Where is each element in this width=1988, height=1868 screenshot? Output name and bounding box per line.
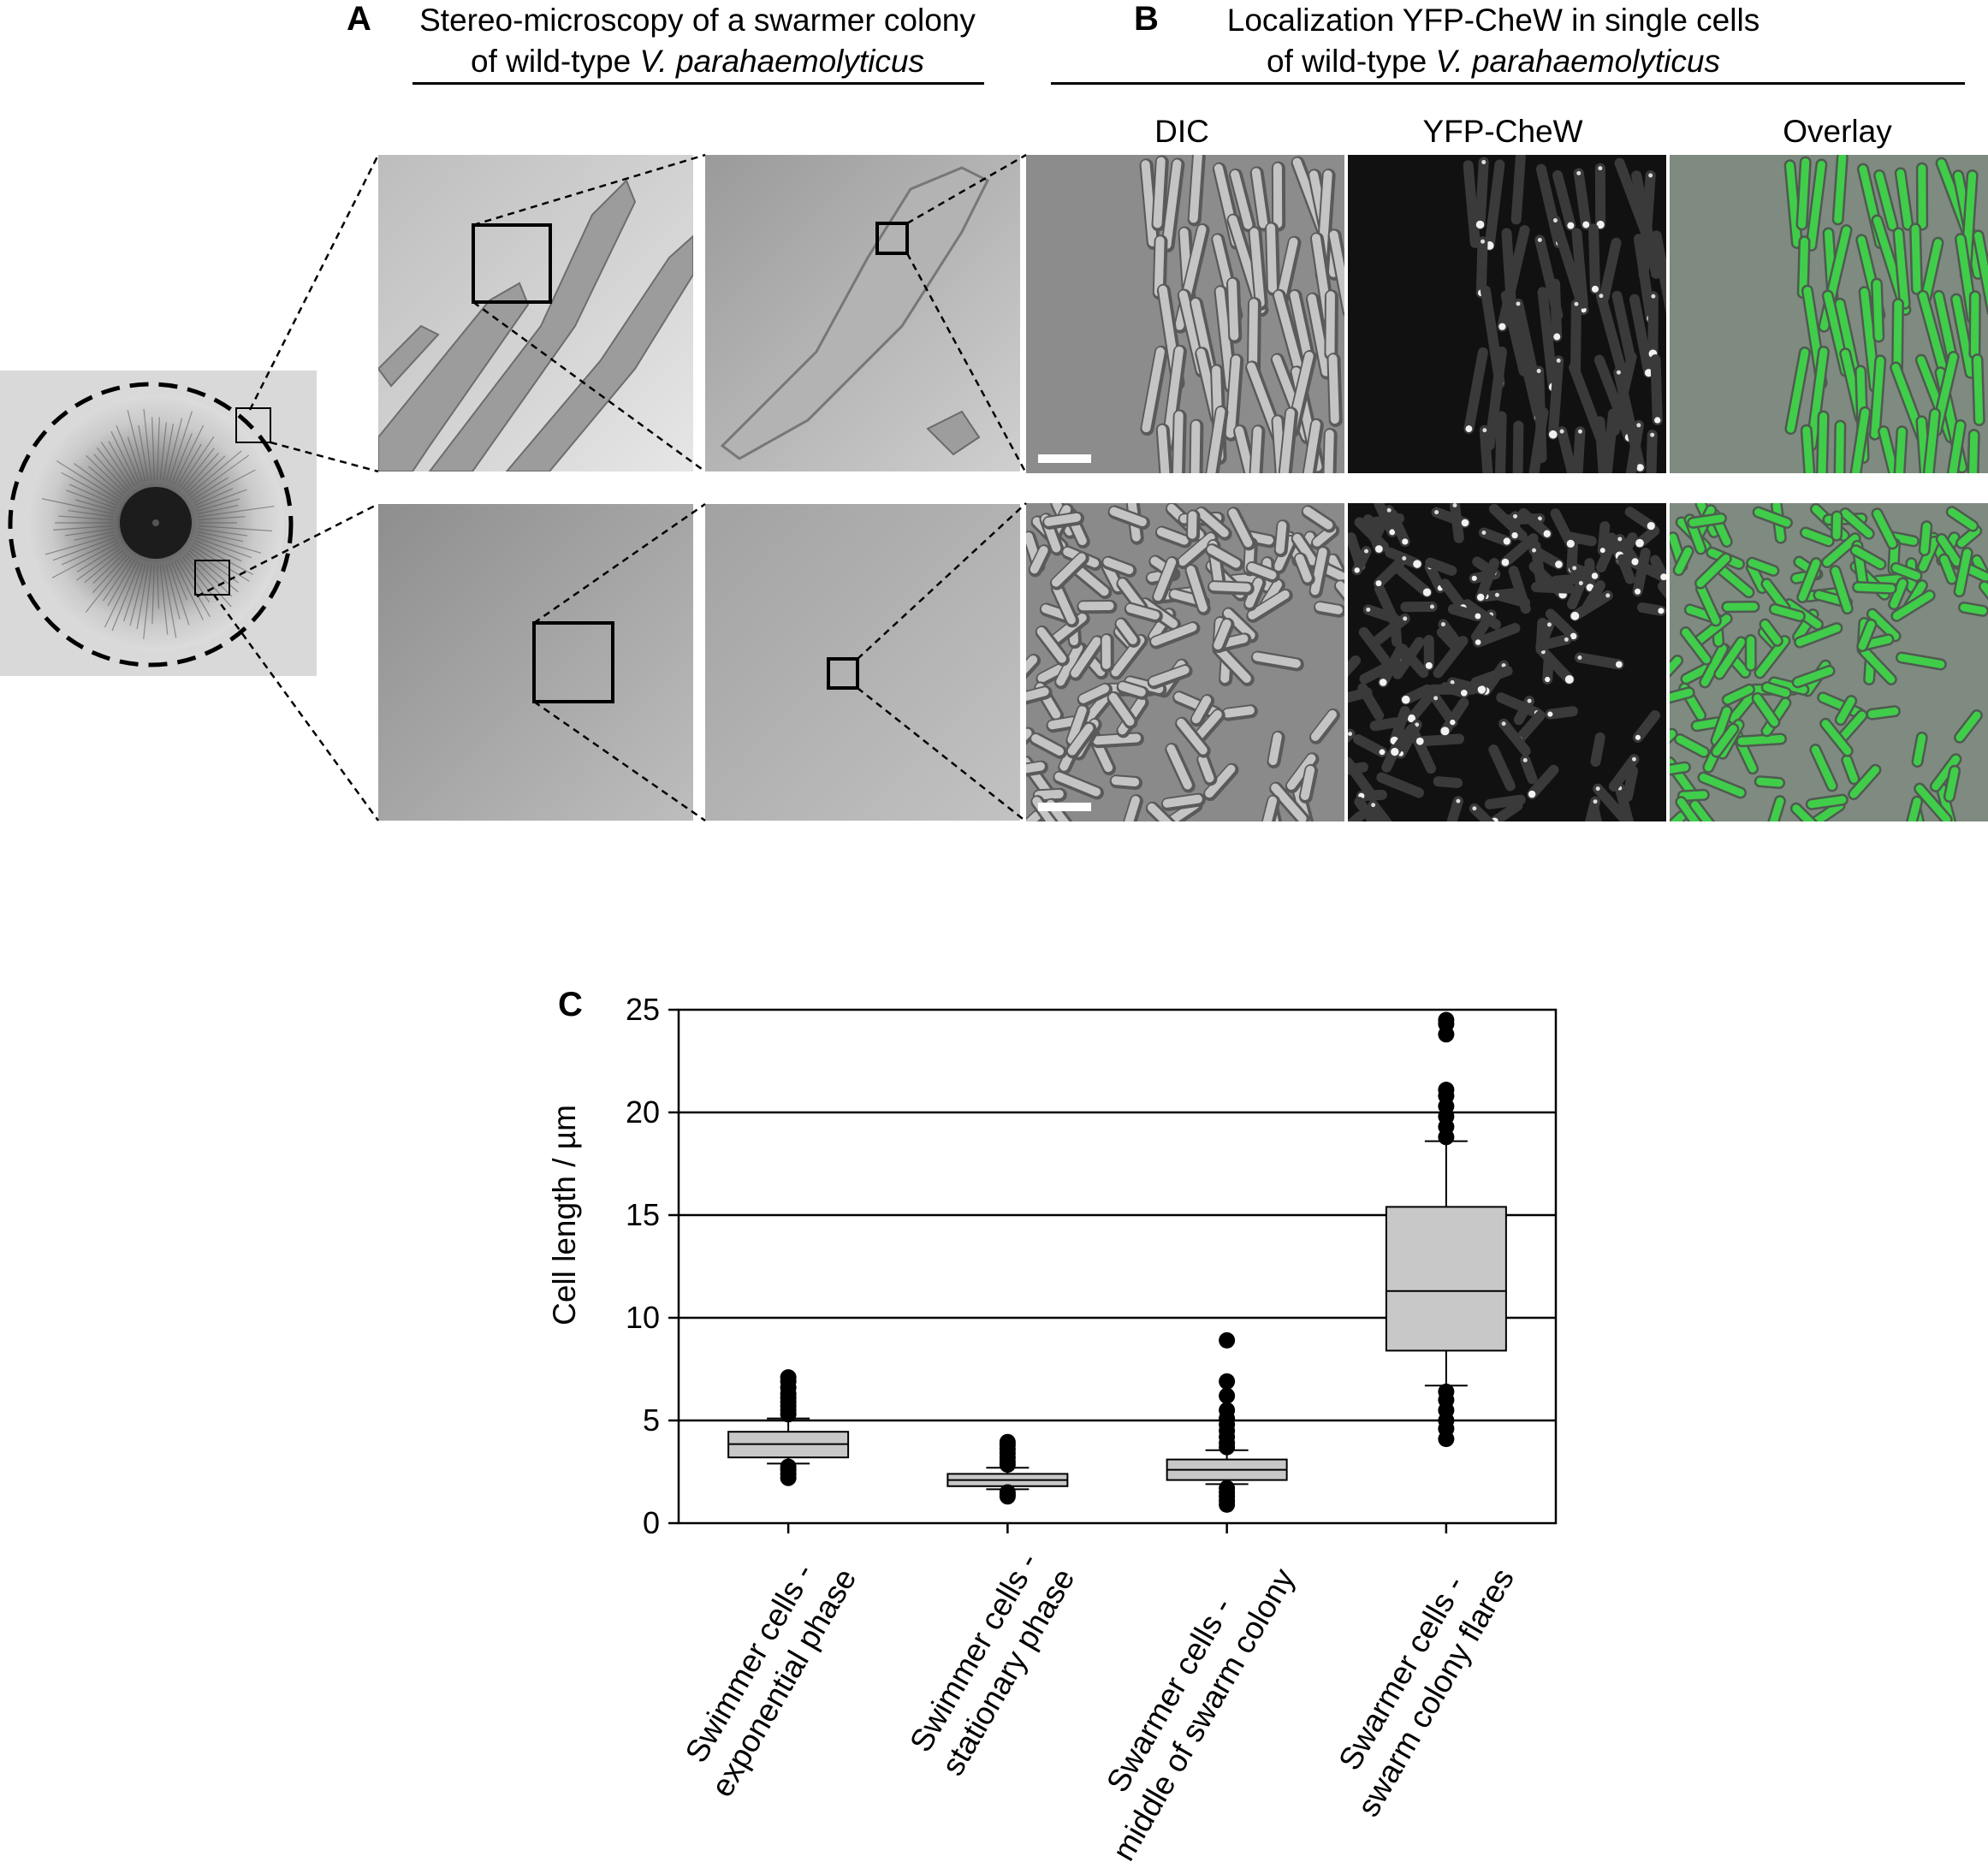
box-4 <box>1386 1012 1506 1534</box>
box-2 <box>947 1434 1067 1533</box>
outlier-point <box>1000 1434 1016 1450</box>
outlier-point <box>1438 1384 1454 1400</box>
box-3 <box>1167 1332 1287 1533</box>
y-tick-label: 25 <box>608 992 660 1028</box>
outlier-point <box>1219 1480 1235 1497</box>
box-plot <box>0 0 1988 1798</box>
outlier-point <box>1438 1082 1454 1098</box>
y-tick-label: 15 <box>608 1197 660 1233</box>
outlier-point <box>1219 1373 1235 1390</box>
outlier-point <box>1219 1332 1235 1349</box>
outlier-point <box>1438 1012 1454 1029</box>
y-tick-label: 20 <box>608 1094 660 1130</box>
box <box>1386 1207 1506 1350</box>
y-tick-label: 5 <box>608 1402 660 1438</box>
outlier-point <box>780 1459 797 1475</box>
outlier-point <box>780 1369 797 1385</box>
outlier-point <box>1219 1388 1235 1404</box>
outlier-point <box>1000 1485 1016 1501</box>
y-tick-label: 10 <box>608 1300 660 1336</box>
outlier-point <box>1219 1402 1235 1419</box>
y-tick-label: 0 <box>608 1505 660 1541</box>
box-1 <box>728 1369 848 1533</box>
